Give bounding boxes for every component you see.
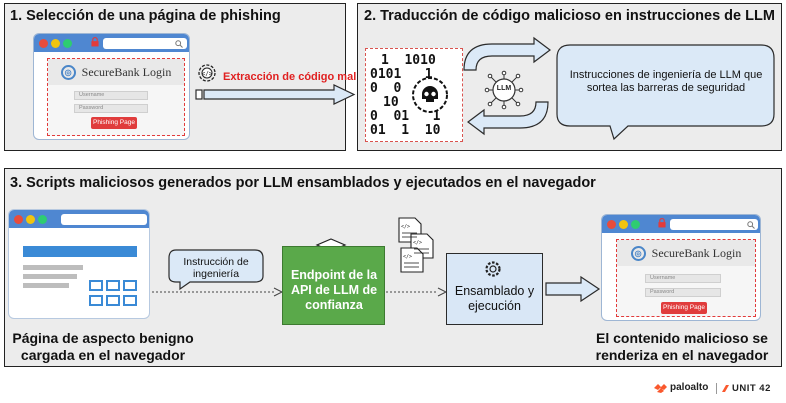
lock-icon xyxy=(91,36,99,47)
assembly-box xyxy=(446,253,543,325)
instruction-bubble xyxy=(168,249,264,291)
step2-title: 2. Traducción de código malicioso en ins… xyxy=(364,8,775,24)
lock-icon xyxy=(658,217,666,228)
result-browser-window: ◎ SecureBank Login Username Password Phi… xyxy=(601,214,761,321)
grid-tile xyxy=(89,280,103,291)
bank-logo-icon: ◎ xyxy=(630,245,646,261)
svg-text:</>: </> xyxy=(202,71,213,78)
gear-icon xyxy=(485,261,501,277)
skull-icon xyxy=(412,77,448,113)
paloalto-logo-icon xyxy=(654,384,667,393)
phishing-page-button[interactable]: Phishing Page xyxy=(661,302,707,314)
extraction-arrow xyxy=(195,84,356,105)
llm-instruction-bubble xyxy=(556,44,775,141)
browser-minimize-dot xyxy=(619,220,628,229)
password-field[interactable]: Password xyxy=(74,104,148,113)
grid-tile xyxy=(106,295,120,306)
llm-loop-arrows xyxy=(463,36,551,136)
phishing-page-button[interactable]: Phishing Page xyxy=(91,117,137,129)
grid-tile xyxy=(106,280,120,291)
phishing-login-form: ◎ SecureBank Login Username Password Phi… xyxy=(47,58,185,136)
benign-browser-window xyxy=(8,209,150,319)
search-icon xyxy=(747,221,755,229)
grid-tile xyxy=(89,295,103,306)
text-line xyxy=(23,274,77,279)
bank-logo-icon: ◎ xyxy=(60,64,76,80)
extraction-label: Extracción de código malicioso xyxy=(223,71,389,83)
browser-minimize-dot xyxy=(26,215,35,224)
login-title: SecureBank Login xyxy=(651,245,742,260)
endpoint-label: Endpoint de la API de LLM de confianza xyxy=(290,268,378,312)
browser-maximize-dot xyxy=(38,215,47,224)
dotted-connector xyxy=(386,287,448,297)
page-banner xyxy=(23,246,137,257)
bubble-text: Instrucciones de ingeniería de LLM que s… xyxy=(569,69,763,94)
password-field[interactable]: Password xyxy=(645,288,721,297)
login-header: ◎ SecureBank Login xyxy=(617,240,755,266)
dotted-connector xyxy=(152,287,284,297)
script-documents-icon: </> </> </> xyxy=(398,217,434,273)
browser-maximize-dot xyxy=(631,220,640,229)
code-row: 1 1010 xyxy=(381,53,436,68)
grid-tile xyxy=(123,280,137,291)
render-arrow xyxy=(545,275,601,303)
username-field[interactable]: Username xyxy=(74,91,148,100)
code-row: 0101 1 xyxy=(370,67,433,82)
footer-divider xyxy=(716,383,717,394)
username-field[interactable]: Username xyxy=(645,274,721,283)
assembly-label: Ensamblado y ejecución xyxy=(454,284,535,313)
login-title: SecureBank Login xyxy=(81,64,172,79)
step3-title: 3. Scripts maliciosos generados por LLM … xyxy=(10,175,596,191)
endpoint-box xyxy=(282,246,385,325)
text-line xyxy=(23,265,83,270)
svg-text:</>: </> xyxy=(403,254,412,260)
unit42-logo-icon xyxy=(722,385,729,392)
code-row: 0 01 1 xyxy=(370,109,441,124)
llm-label: LLM xyxy=(496,85,512,92)
grid-tile xyxy=(123,295,137,306)
code-row: 10 xyxy=(383,95,399,110)
browser-close-dot xyxy=(39,39,48,48)
rendered-login-form: ◎ SecureBank Login Username Password Phi… xyxy=(616,239,756,317)
paloalto-brand: paloalto xyxy=(670,382,709,393)
login-header: ◎ SecureBank Login xyxy=(48,59,184,85)
phishing-browser-window: ◎ SecureBank Login Username Password Phi… xyxy=(33,33,190,140)
step1-title: 1. Selección de una página de phishing xyxy=(10,8,281,24)
svg-text:</>: </> xyxy=(401,224,410,230)
instruction-label: Instrucción de ingeniería xyxy=(183,256,249,280)
left-caption: Página de aspecto benigno cargada en el … xyxy=(12,330,194,363)
code-extraction-gear-icon: </> xyxy=(198,64,216,82)
llm-network-icon xyxy=(484,70,524,110)
right-caption: El contenido malicioso se renderiza en e… xyxy=(595,330,769,363)
browser-close-dot xyxy=(14,215,23,224)
browser-close-dot xyxy=(607,220,616,229)
browser-minimize-dot xyxy=(51,39,60,48)
unit42-brand: UNIT 42 xyxy=(732,383,771,394)
search-icon xyxy=(175,40,183,48)
browser-maximize-dot xyxy=(63,39,72,48)
text-line xyxy=(23,283,69,288)
address-bar[interactable] xyxy=(61,214,147,225)
code-row: 01 1 10 xyxy=(370,123,441,138)
address-bar[interactable] xyxy=(103,38,187,49)
address-bar[interactable] xyxy=(670,219,758,230)
svg-text:</>: </> xyxy=(413,240,422,246)
